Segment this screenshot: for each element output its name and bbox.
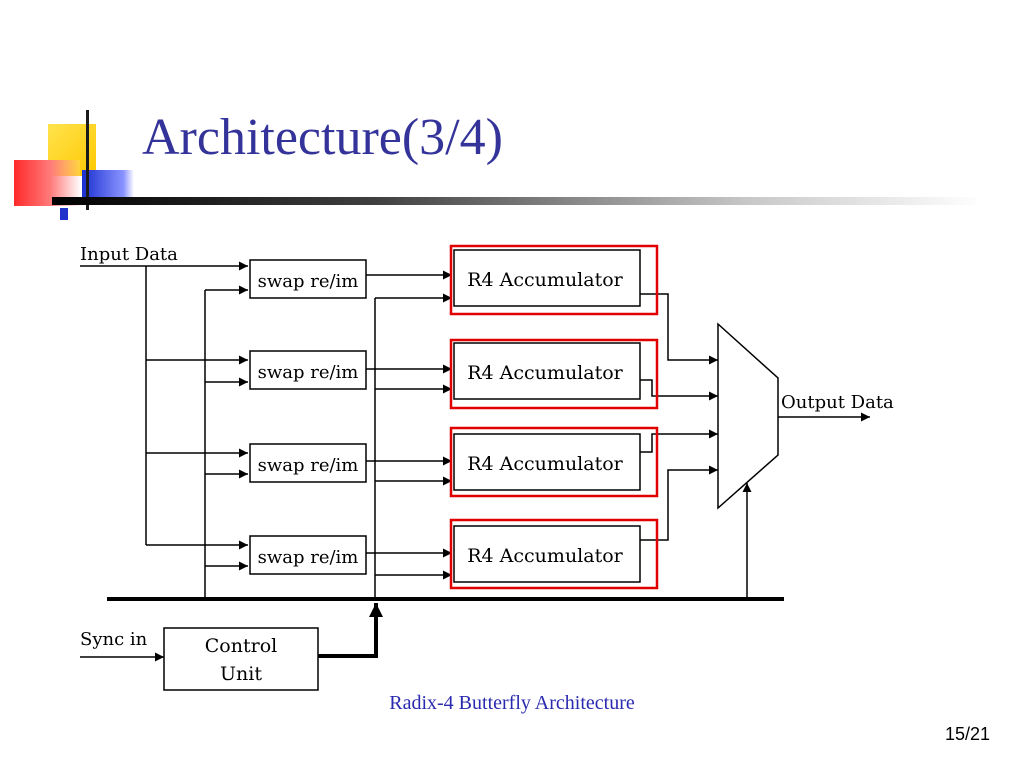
highlight-box-3	[449, 426, 659, 498]
accumulator-label-1: R4 Accumulator	[467, 269, 623, 291]
output-multiplexer	[717, 322, 779, 510]
swap-block-1	[249, 259, 367, 299]
output-data-label: Output Data	[781, 392, 894, 413]
accumulator-label-4: R4 Accumulator	[467, 545, 623, 567]
accumulator-block-4	[453, 525, 641, 583]
slide-title: Architecture(3/4)	[142, 109, 503, 166]
highlight-box-4	[449, 518, 659, 590]
control-unit-line1: Control	[205, 635, 277, 657]
swap-block-2	[249, 350, 367, 390]
decor-blue-square	[82, 170, 134, 200]
sync-in-label: Sync in	[80, 629, 148, 650]
highlight-box-2	[449, 338, 659, 410]
control-unit-line2: Unit	[220, 663, 262, 685]
swap-label-1: swap re/im	[258, 271, 359, 292]
input-data-label: Input Data	[80, 244, 178, 265]
accumulator-label-3: R4 Accumulator	[467, 453, 623, 475]
accumulator-label-2: R4 Accumulator	[467, 362, 623, 384]
accumulator-block-2	[453, 342, 641, 400]
control-unit-block	[163, 627, 319, 691]
title-rule	[52, 197, 982, 205]
page-number: 15/21	[944, 724, 990, 744]
swap-label-2: swap re/im	[258, 362, 359, 383]
swap-label-4: swap re/im	[258, 547, 359, 568]
accumulator-block-1	[453, 249, 641, 307]
decor-small-blue-mark	[60, 208, 68, 220]
swap-block-3	[249, 443, 367, 483]
swap-block-4	[249, 535, 367, 575]
diagram-caption: Radix-4 Butterfly Architecture	[389, 692, 635, 714]
decor-vertical-line	[86, 110, 89, 210]
swap-label-3: swap re/im	[258, 455, 359, 476]
control-to-bus	[318, 603, 383, 658]
accumulator-block-3	[453, 433, 641, 491]
highlight-box-1	[449, 244, 659, 316]
